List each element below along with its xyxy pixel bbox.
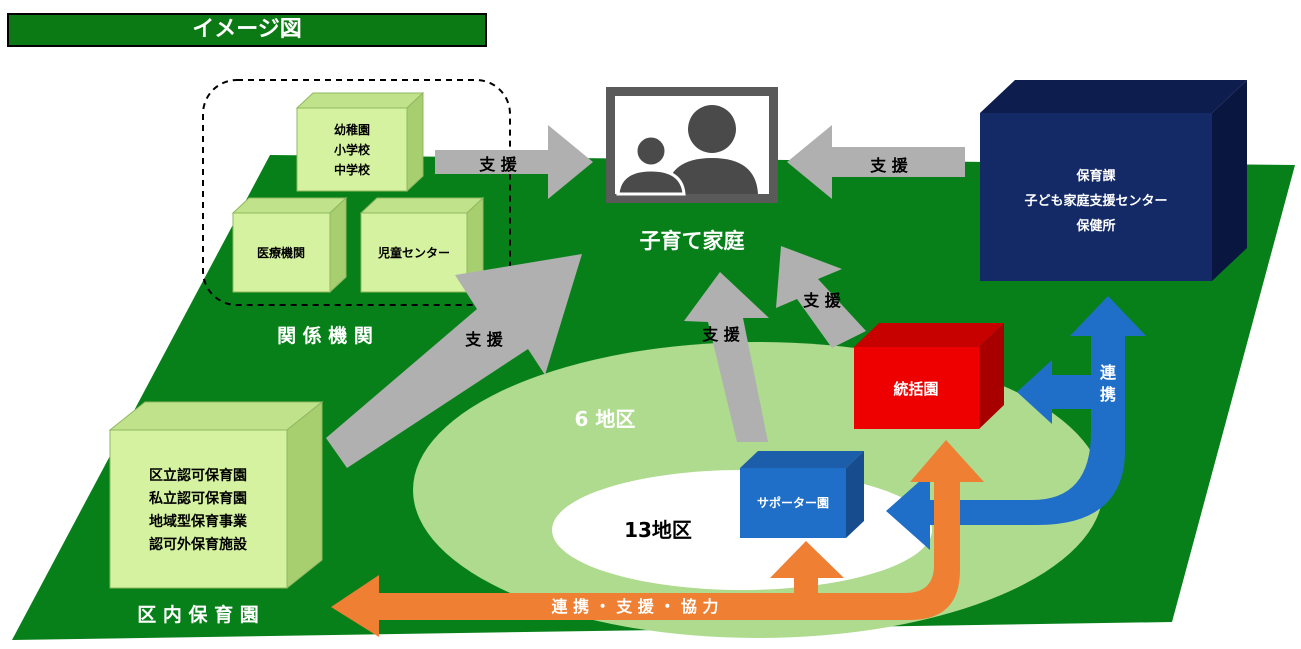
blue-renkei-arrow (886, 296, 1146, 550)
hub-label: 統括園 (893, 380, 938, 398)
related-box1-line1: 幼稚園 (334, 122, 370, 137)
family-label: 子育て家庭 (640, 229, 745, 253)
related-group-boundary (202, 79, 511, 306)
support-label-supporter: 支 援 (701, 325, 741, 344)
hub-box (854, 323, 1004, 429)
district-13-label: 13地区 (624, 518, 692, 542)
related-box-children-center (359, 196, 485, 294)
orange-cooperation-arrow (331, 440, 984, 637)
related-box1-line2: 小学校 (334, 142, 371, 157)
city-line1: 保育課 (1075, 168, 1116, 184)
city-office-box (980, 80, 1247, 281)
blue-arrow-to-hub (1017, 360, 1095, 424)
support-label-nursery: 支 援 (464, 330, 504, 349)
nursery-box (108, 400, 324, 590)
related-box1-line3: 中学校 (334, 162, 371, 177)
related-group-label: 関 係 機 関 (277, 324, 373, 347)
supporter-box (740, 451, 864, 538)
related-box-schools (295, 91, 425, 193)
arrow-hub-to-family (776, 246, 866, 348)
support-label-hub: 支 援 (802, 291, 842, 310)
nursery-line2: 私立認可保育園 (149, 490, 247, 507)
city-line2: 子ども家庭支援センター (1024, 193, 1167, 209)
related-box-medical (231, 196, 348, 294)
support-label-city: 支 援 (869, 156, 909, 175)
arrow-related-to-family (435, 125, 593, 199)
title-banner: イメージ図 (7, 13, 487, 47)
related-box3-label: 児童センター (377, 245, 450, 260)
nursery-label: 区 内 保 育 園 (137, 603, 258, 626)
nursery-line4: 認可外保育施設 (149, 536, 248, 553)
city-line3: 保健所 (1075, 218, 1115, 234)
arrow-city-to-family (787, 125, 965, 199)
arrow-nursery-to-family (326, 254, 582, 468)
title-text: イメージ図 (192, 17, 302, 42)
renkei-label-2: 携 (1100, 385, 1116, 404)
renkei-label-1: 連 (1100, 363, 1117, 382)
bottom-arrow-label: 連 携 ・ 支 援 ・ 協 力 (552, 597, 719, 616)
nursery-line1: 区立認可保育園 (149, 467, 247, 484)
family-frame (606, 87, 778, 203)
district-6-label: 6 地区 (575, 407, 636, 431)
related-box2-label: 医療機関 (257, 245, 305, 260)
support-label-related: 支 援 (478, 155, 518, 174)
arrow-supporter-to-family (684, 272, 769, 442)
nursery-line3: 地域型保育事業 (149, 513, 248, 530)
supporter-label: サポーター園 (757, 495, 829, 510)
